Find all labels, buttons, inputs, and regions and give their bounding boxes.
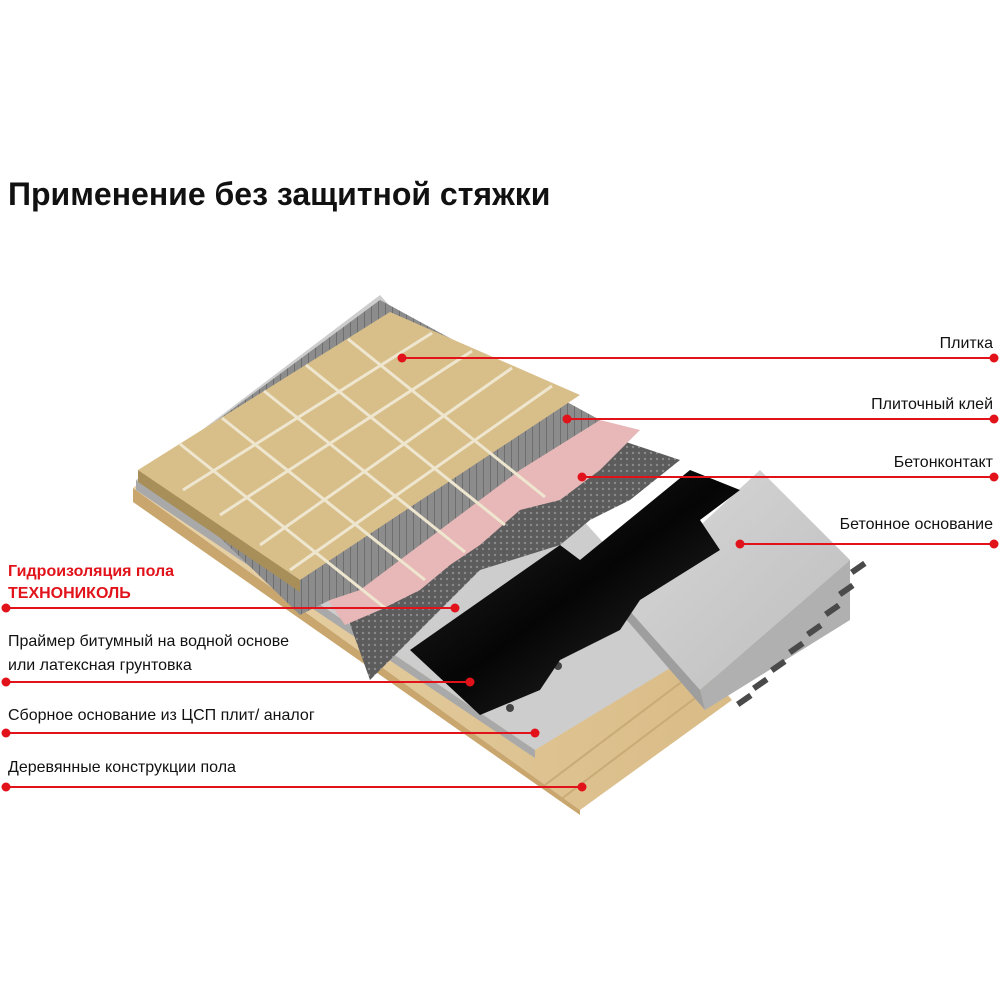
label-tile: Плитка <box>939 335 993 352</box>
label-concrete-base: Бетонное основание <box>839 516 993 533</box>
label-tile-adhesive: Плиточный клей <box>871 396 993 413</box>
concrete-base-layer <box>620 470 867 710</box>
leaders-right <box>397 353 999 549</box>
page-title: Применение без защитной стяжки <box>8 176 551 212</box>
label-waterproofing-line2: ТЕХНОНИКОЛЬ <box>8 585 131 602</box>
label-wood-structure: Деревянные конструкции пола <box>8 759 236 776</box>
tiles-layer <box>138 312 580 610</box>
label-primer-line2: или латексная грунтовка <box>8 657 192 674</box>
label-waterproofing-line1: Гидроизоляция пола <box>8 563 175 580</box>
screw-icon <box>506 704 514 712</box>
black-membrane-layer <box>410 470 740 715</box>
label-concrete-contact: Бетонконтакт <box>893 454 993 471</box>
label-csp-base: Сборное основание из ЦСП плит/ аналог <box>8 707 315 724</box>
label-primer-line1: Праймер битумный на водной основе <box>8 633 289 650</box>
leaders-left <box>1 603 587 792</box>
rebar-ends <box>736 560 867 707</box>
dotted-membrane-layer <box>345 440 680 680</box>
